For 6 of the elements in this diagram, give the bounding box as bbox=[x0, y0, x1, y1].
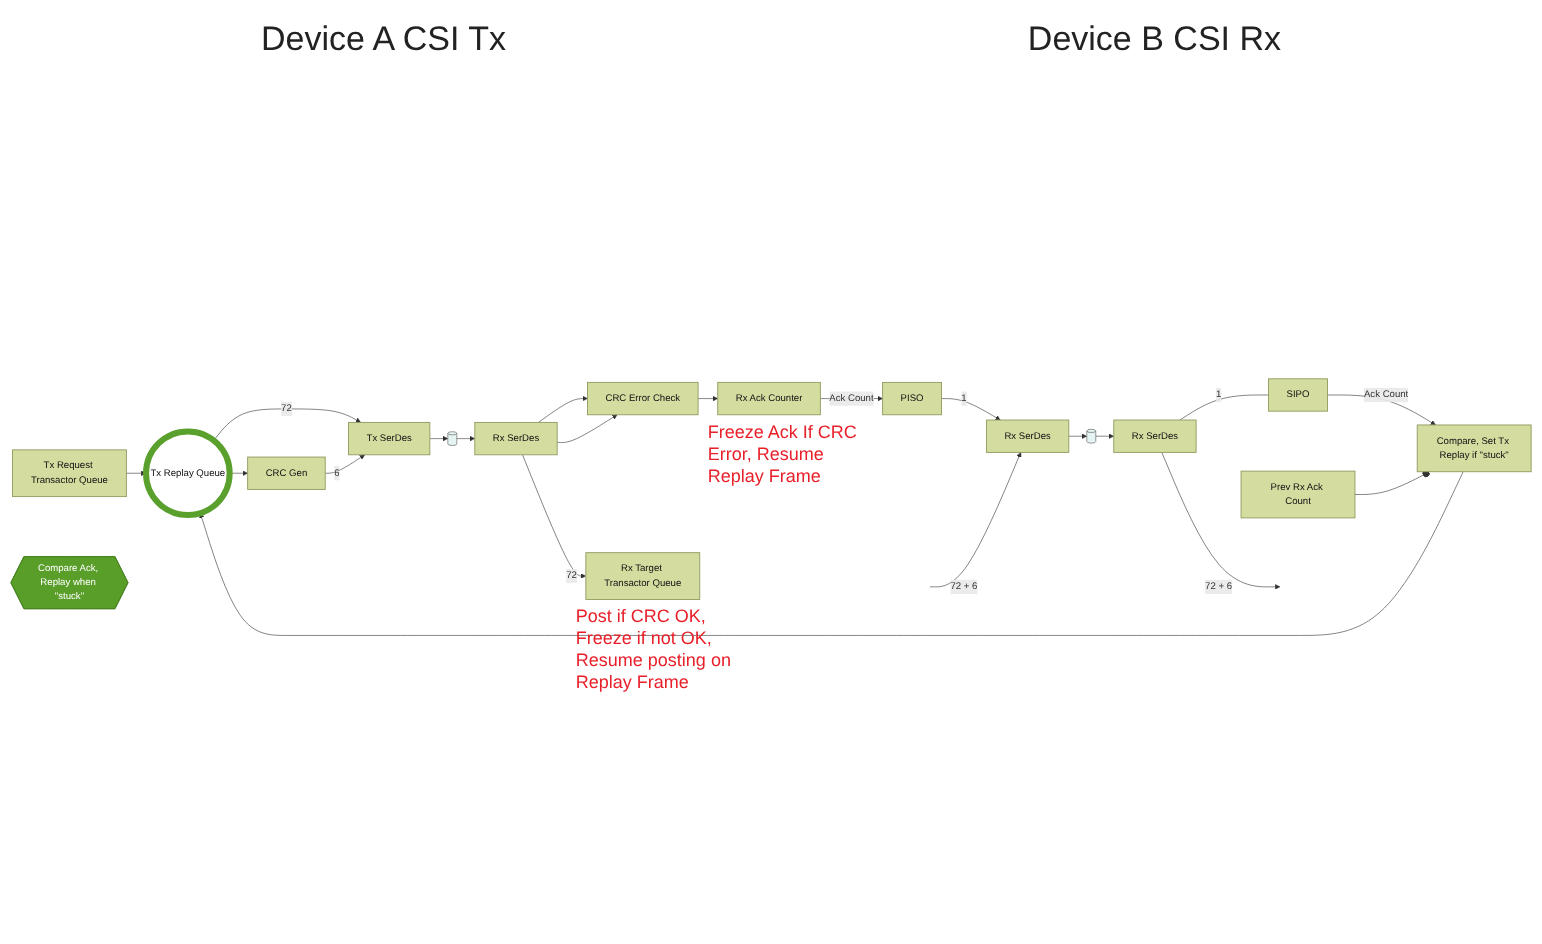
cylinder-shape bbox=[447, 432, 458, 447]
note-text: Post if CRC OK, Freeze if not OK, Resume posting on Replay Frame bbox=[575, 606, 733, 695]
cylinder-shape bbox=[1086, 429, 1097, 445]
device-heading: Device A CSI Tx bbox=[260, 20, 506, 60]
device-heading: Device B CSI Rx bbox=[1027, 20, 1282, 60]
note-text: Freeze Ack If CRC Error, Resume Replay Frame bbox=[707, 421, 859, 488]
